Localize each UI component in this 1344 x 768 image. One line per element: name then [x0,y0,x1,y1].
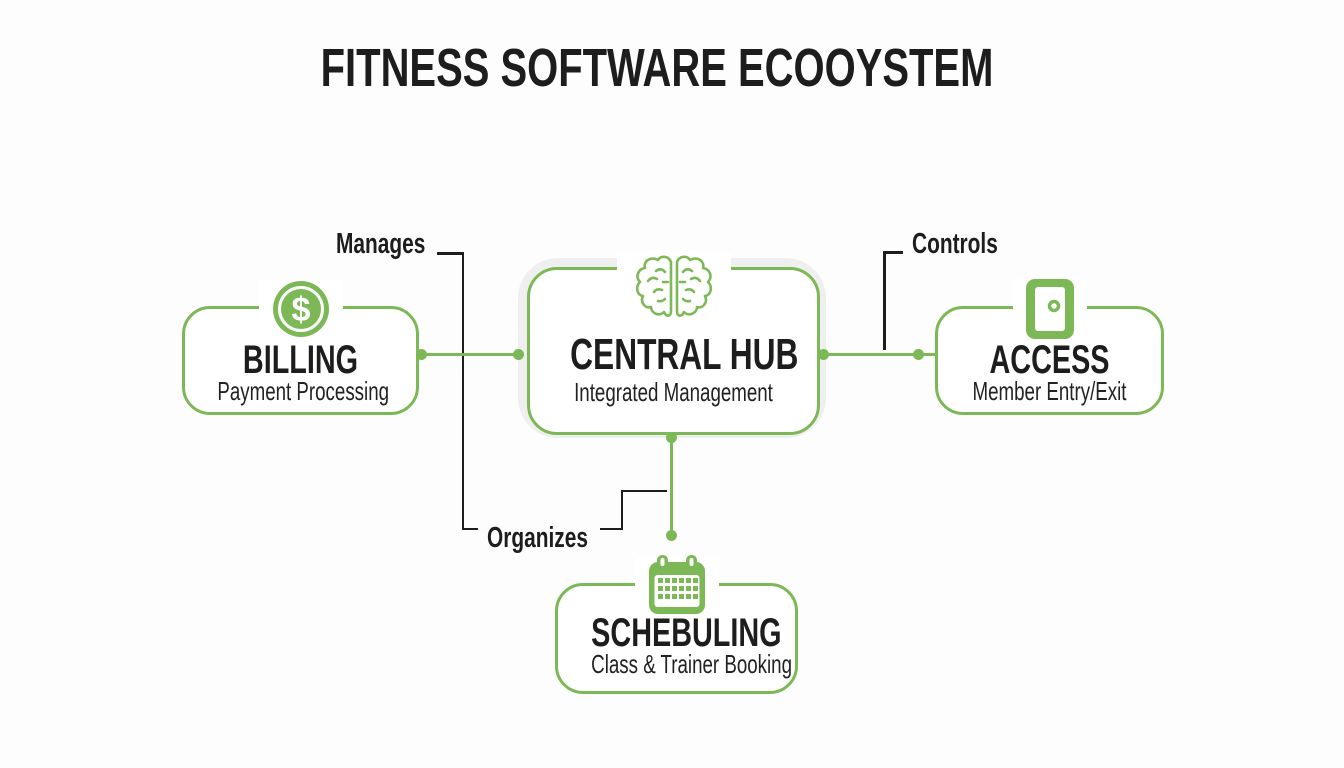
calendar-icon [634,555,719,617]
connector-dot [912,349,924,360]
connector-dot [416,349,427,360]
node-billing: $ BILLING Payment Processing [182,280,419,415]
billing-title: BILLING [242,338,359,382]
hub-subtitle: Integrated Management [574,377,773,407]
node-central-hub: CENTRAL HUB Integrated Management [527,251,820,435]
node-scheduling: SCHEBULING Class & Trainer Booking [555,555,798,694]
scheduling-title: SCHEBULING [591,611,782,655]
organizes-right-stub-line [600,527,623,530]
dollar-glyph: $ [291,291,310,329]
connector-dot [666,431,677,443]
edge-label-manages: Manages [336,228,426,260]
organizes-elbow-horizontal-line [620,489,667,492]
connector-dot [512,349,524,360]
organizes-left-stub-line [461,527,478,530]
hub-title: CENTRAL HUB [570,330,799,379]
billing-hub-connector [413,353,527,356]
node-access: ACCESS Member Entry/Exit [935,279,1164,415]
access-title: ACCESS [989,338,1110,382]
hub-access-connector [818,353,935,356]
door-icon [1012,279,1087,339]
page-title: FITNESS SOFTWARE ECOOYSTEM [320,38,994,98]
edge-label-organizes: Organizes [487,522,588,554]
access-subtitle: Member Entry/Exit [972,376,1127,406]
connector-dot [666,529,677,541]
brain-icon [616,251,731,321]
manages-organizes-vertical-line [461,252,464,530]
organizes-elbow-vertical-line [620,489,623,530]
edge-label-controls: Controls [912,228,998,260]
scheduling-subtitle: Class & Trainer Booking [591,649,792,679]
dollar-circle-icon: $ [258,280,343,338]
controls-vertical-line [883,251,886,350]
connector-dot [817,349,829,360]
billing-subtitle: Payment Processing [217,376,390,406]
manages-connector-line [437,252,463,255]
hub-scheduling-connector [670,429,673,536]
controls-stub-line [883,251,903,254]
